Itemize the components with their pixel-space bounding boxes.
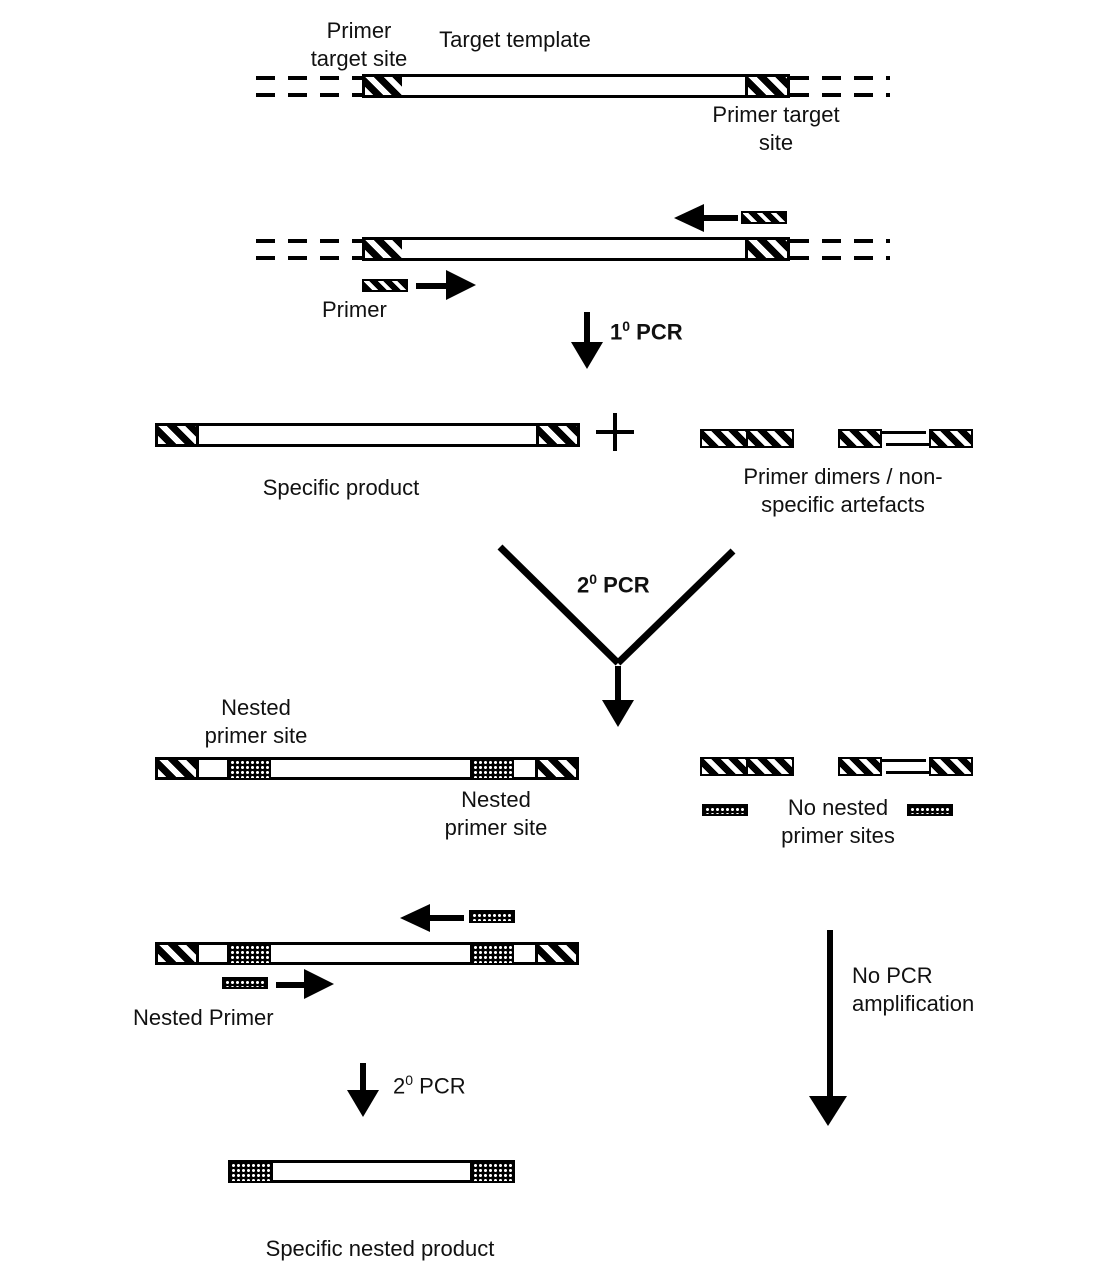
down-arrow-shaft [360,1063,366,1092]
artefact-primer-right [929,757,973,776]
dashed-flank-left-top [256,76,362,80]
primer-dimer-bar [700,429,794,448]
right-arrow-icon [304,969,334,999]
primer-target-site-left-label: Primer target site [310,18,408,71]
product-body [514,942,535,965]
primer-target-site-box-right [745,237,790,261]
no-pcr-amplification-label: No PCR amplification [852,963,975,1016]
dimer-primer-left [700,429,748,448]
secondary-nested-pcr-label: 20 PCR [393,1072,466,1099]
nested-primer-site-box-left [227,942,271,965]
dimer-primer-right [746,429,794,448]
dashed-flank-left-top [256,239,362,243]
primer-dimer-bar [700,757,794,776]
right-arrow-shaft [416,283,450,289]
nested-primer-site-left-label: Nested primer site [204,695,308,748]
primer-site-end-right [535,757,579,780]
primer-target-site-box-right [745,74,790,98]
product-body [271,942,470,965]
nested-primer-icon [907,804,953,816]
artefact-strand-bottom [886,771,934,774]
artefact-strand-top [880,431,926,434]
nested-primer-site-box-right [470,942,514,965]
primer-label: Primer [322,297,387,322]
no-pcr-arrow-shaft [827,930,833,1100]
reverse-primer-icon [741,211,787,224]
primary-pcr-label: 10 PCR [610,318,683,345]
dashed-flank-right-top [790,76,890,80]
nested-sites-product-bar [155,757,579,780]
nested-site-end-left [228,1160,273,1183]
secondary-pcr-label: 20 PCR [577,571,650,598]
template-bar [402,237,749,261]
primer-target-site-box-left [362,237,406,261]
dashed-flank-right-bottom [790,256,890,260]
artefact-primer-right [929,429,973,448]
artefact-primer-left [838,429,882,448]
product-body [199,423,536,447]
primer-target-site-box-left [362,74,406,98]
dimer-primer-left [700,757,748,776]
product-body [199,757,227,780]
specific-nested-product-bar [228,1160,515,1183]
nested-primer-icon [702,804,748,816]
primer-dimers-label: Primer dimers / non- specific artefacts [743,464,943,517]
nested-sites-product-bar [155,942,579,965]
left-arrow-icon [400,904,430,932]
template-bar [402,74,749,98]
dimer-primer-right [746,757,794,776]
product-body [271,757,470,780]
nested-primer-site-right-label: Nested primer site [444,787,548,840]
dashed-flank-left-bottom [256,93,362,97]
right-arrow-shaft [276,982,308,988]
nested-primer-label: Nested Primer [133,1005,274,1030]
no-nested-primer-sites-label: No nested primer sites [781,795,895,848]
down-arrow-icon [571,342,603,369]
product-body [273,1160,470,1183]
nested-primer-site-box-left [227,757,271,780]
reverse-nested-primer-icon [469,910,515,923]
right-arrow-icon [446,270,476,300]
primer-target-site-right-label: Primer target site [712,102,840,155]
convergence-arrow-icon [497,544,736,727]
target-template-label: Target template [439,27,591,52]
artefact-strand-bottom [886,443,934,446]
forward-primer-icon [362,279,408,292]
primer-site-end-left [155,942,199,965]
product-body [199,942,227,965]
primer-site-end-right [536,423,580,447]
product-body [514,757,535,780]
specific-nested-product-label: Specific nested product [265,1236,495,1261]
nested-site-end-right [470,1160,515,1183]
primer-site-end-right [535,942,579,965]
dashed-flank-left-bottom [256,256,362,260]
specific-product-bar [155,423,580,447]
dashed-flank-right-top [790,239,890,243]
left-arrow-shaft [426,915,464,921]
dashed-flank-right-bottom [790,93,890,97]
artefact-primer-left [838,757,882,776]
plus-icon [596,430,634,434]
artefact-strand-top [880,759,926,762]
no-pcr-arrow-icon [809,1096,847,1126]
primer-site-end-left [155,423,199,447]
down-arrow-shaft [584,312,590,345]
specific-product-label: Specific product [262,475,420,500]
nested-primer-site-box-right [470,757,514,780]
left-arrow-shaft [698,215,738,221]
down-arrow-icon [347,1090,379,1117]
forward-nested-primer-icon [222,977,268,989]
primer-site-end-left [155,757,199,780]
